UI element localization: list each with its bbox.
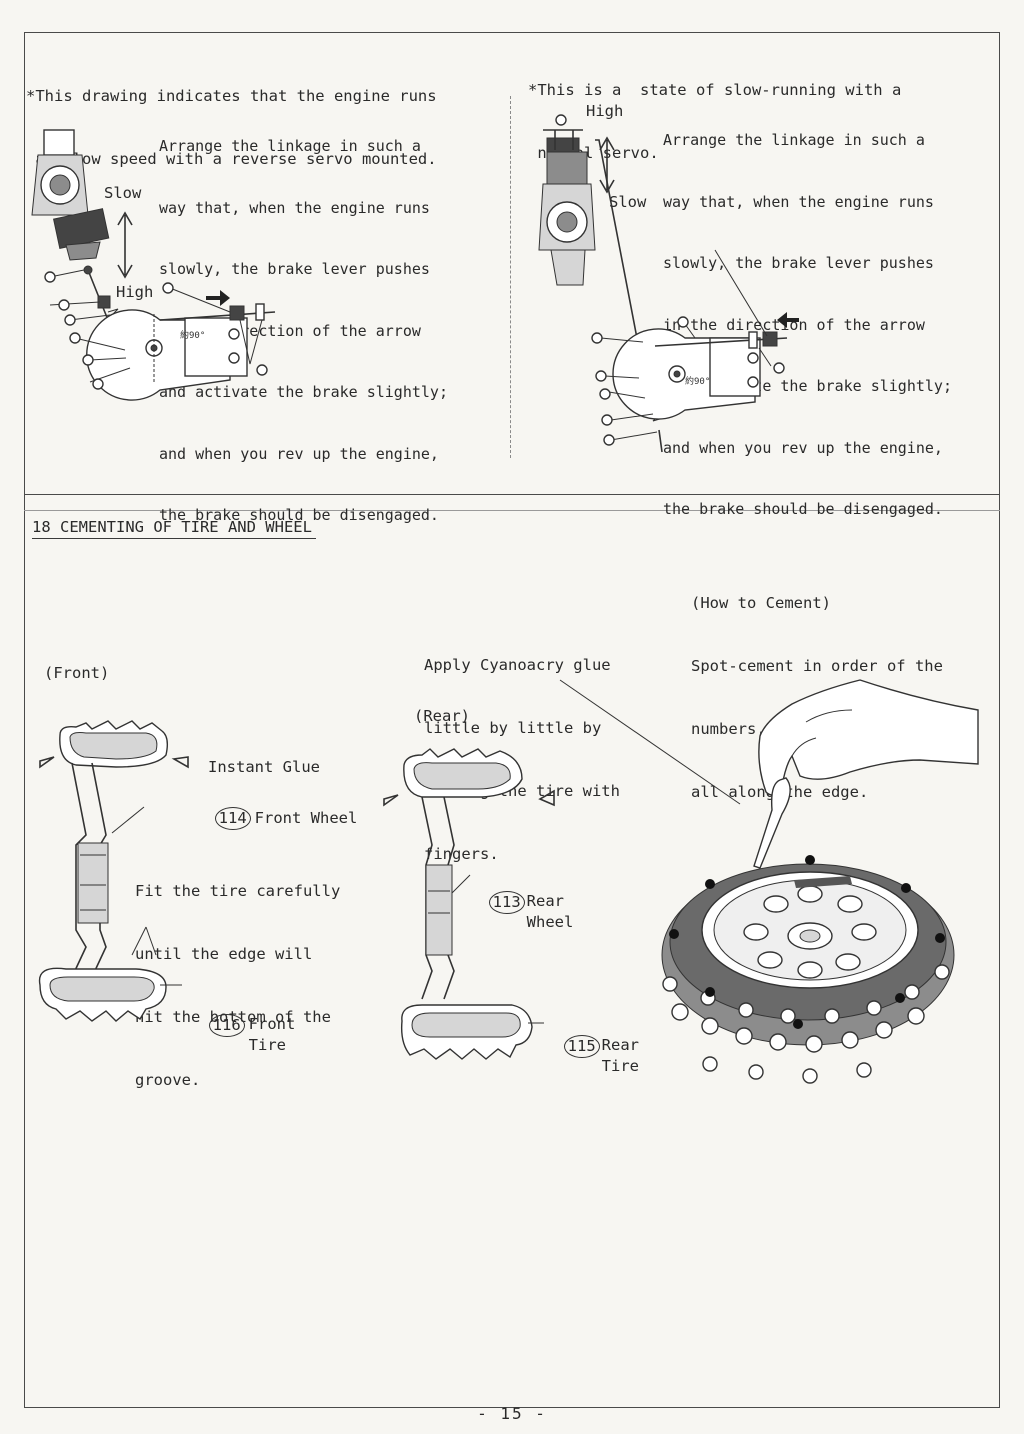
tire-cementing-illustration [559, 679, 979, 1084]
instruction-line: slowly, the brake lever pushes [159, 260, 430, 278]
rear-wheel-cross-section [383, 748, 555, 1060]
instruction-line: the brake should be disengaged. [663, 500, 943, 518]
fit-instructions: Fit the tire carefully until the edge wi… [135, 839, 340, 1112]
part-number-114: 114 [214, 807, 251, 830]
instruction-line: and when you rev up the engine, [663, 438, 943, 457]
fit-line: Fit the tire carefully [135, 882, 341, 900]
instruction-line: and when you rev up the engine, [159, 444, 439, 463]
angle-label: 約90° [685, 375, 710, 387]
apply-line: little by little by [424, 719, 602, 737]
section-divider [24, 494, 1000, 495]
note-line: *This drawing indicates that the engine … [26, 87, 437, 105]
apply-glue-instructions: Apply Cyanoacry glue little by little by… [424, 613, 620, 886]
slow-label: Slow [104, 184, 142, 202]
front-tire-label-1: Front [248, 1015, 296, 1033]
high-label: High [586, 102, 624, 120]
top-left-instructions: Arrange the linkage in such a way that, … [159, 95, 448, 567]
front-wheel-label: Front Wheel [254, 809, 358, 827]
rear-wheel-label-2: Wheel [526, 913, 574, 931]
rear-label: (Rear) [414, 707, 470, 725]
rear-wheel-label-1: Rear [526, 892, 564, 910]
section-title: 18 CEMENTING OF TIRE AND WHEEL [32, 516, 316, 539]
rear-tire-label-2: Tire [601, 1057, 639, 1075]
fit-line: until the edge will [135, 945, 313, 963]
linkage-diagram-normal-servo: 約90° [538, 114, 799, 453]
part-number-113: 113 [488, 891, 525, 914]
apply-line: Apply Cyanoacry glue [424, 656, 611, 674]
front-label: (Front) [44, 664, 110, 682]
howto-line: Spot-cement in order of the [691, 657, 943, 675]
slow-label: Slow [609, 193, 647, 211]
column-divider [510, 96, 511, 458]
instruction-line: slowly, the brake lever pushes [663, 254, 934, 272]
instruction-line: Arrange the linkage in such a [159, 137, 421, 155]
instruction-line: the brake should be disengaged. [159, 506, 439, 524]
rear-tire-label-1: Rear [601, 1036, 639, 1054]
howto-line: (How to Cement) [691, 594, 831, 612]
instruction-line: Arrange the linkage in such a [663, 131, 925, 149]
high-label: High [116, 283, 154, 301]
page-number: - 15 - [477, 1404, 547, 1423]
apply-line: fingers. [424, 845, 499, 863]
angle-label: 約90° [180, 329, 205, 341]
front-wheel-cross-section [38, 720, 189, 1022]
instant-glue-label: Instant Glue [208, 758, 320, 776]
howto-line: all along the edge. [691, 783, 869, 801]
part-number-115: 115 [563, 1035, 600, 1058]
front-tire-label-2: Tire [248, 1036, 286, 1054]
instruction-line: way that, when the engine runs [159, 198, 430, 217]
linkage-diagram-reverse-servo: 約90° [31, 129, 276, 401]
fit-line: groove. [135, 1071, 201, 1089]
page-frame [24, 32, 1000, 1408]
part-number-116: 116 [208, 1014, 245, 1037]
instruction-line: way that, when the engine runs [663, 192, 934, 211]
section-divider-secondary [24, 510, 1000, 511]
top-right-instructions: Arrange the linkage in such a way that, … [663, 89, 952, 561]
note-line: *This is a state of slow-running with a [528, 81, 902, 99]
